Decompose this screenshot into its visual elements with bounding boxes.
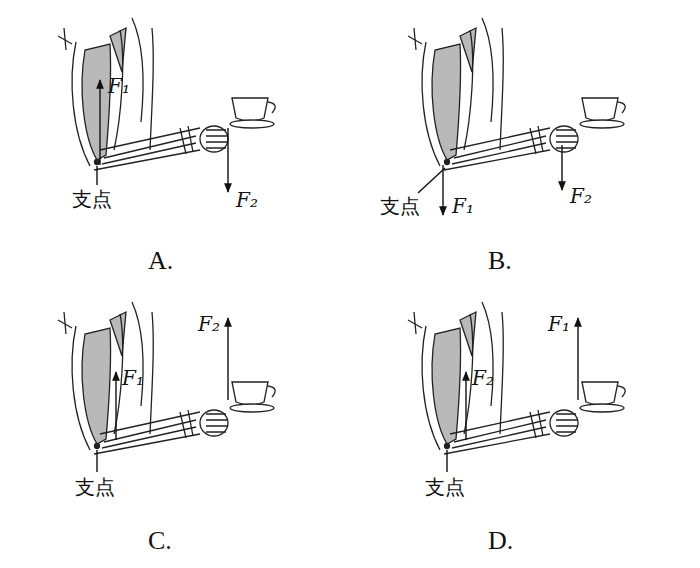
force-label: F₂ — [198, 314, 220, 334]
force-label: F₁ — [548, 314, 570, 334]
force-label: F₁ — [452, 196, 474, 216]
fulcrum-label: 支点 — [380, 196, 420, 216]
fulcrum-label: 支点 — [425, 477, 465, 497]
fulcrum-label: 支点 — [75, 477, 115, 497]
force-label: F₁ — [122, 368, 144, 388]
fulcrum-label: 支点 — [72, 189, 112, 209]
force-label: F₂ — [472, 368, 494, 388]
option-letter: D. — [488, 528, 513, 554]
option-letter: C. — [148, 528, 172, 554]
option-letter: A. — [148, 248, 173, 274]
force-label: F₂ — [236, 190, 258, 210]
force-label: F₁ — [108, 76, 130, 96]
force-label: F₂ — [570, 186, 592, 206]
option-letter: B. — [488, 248, 512, 274]
